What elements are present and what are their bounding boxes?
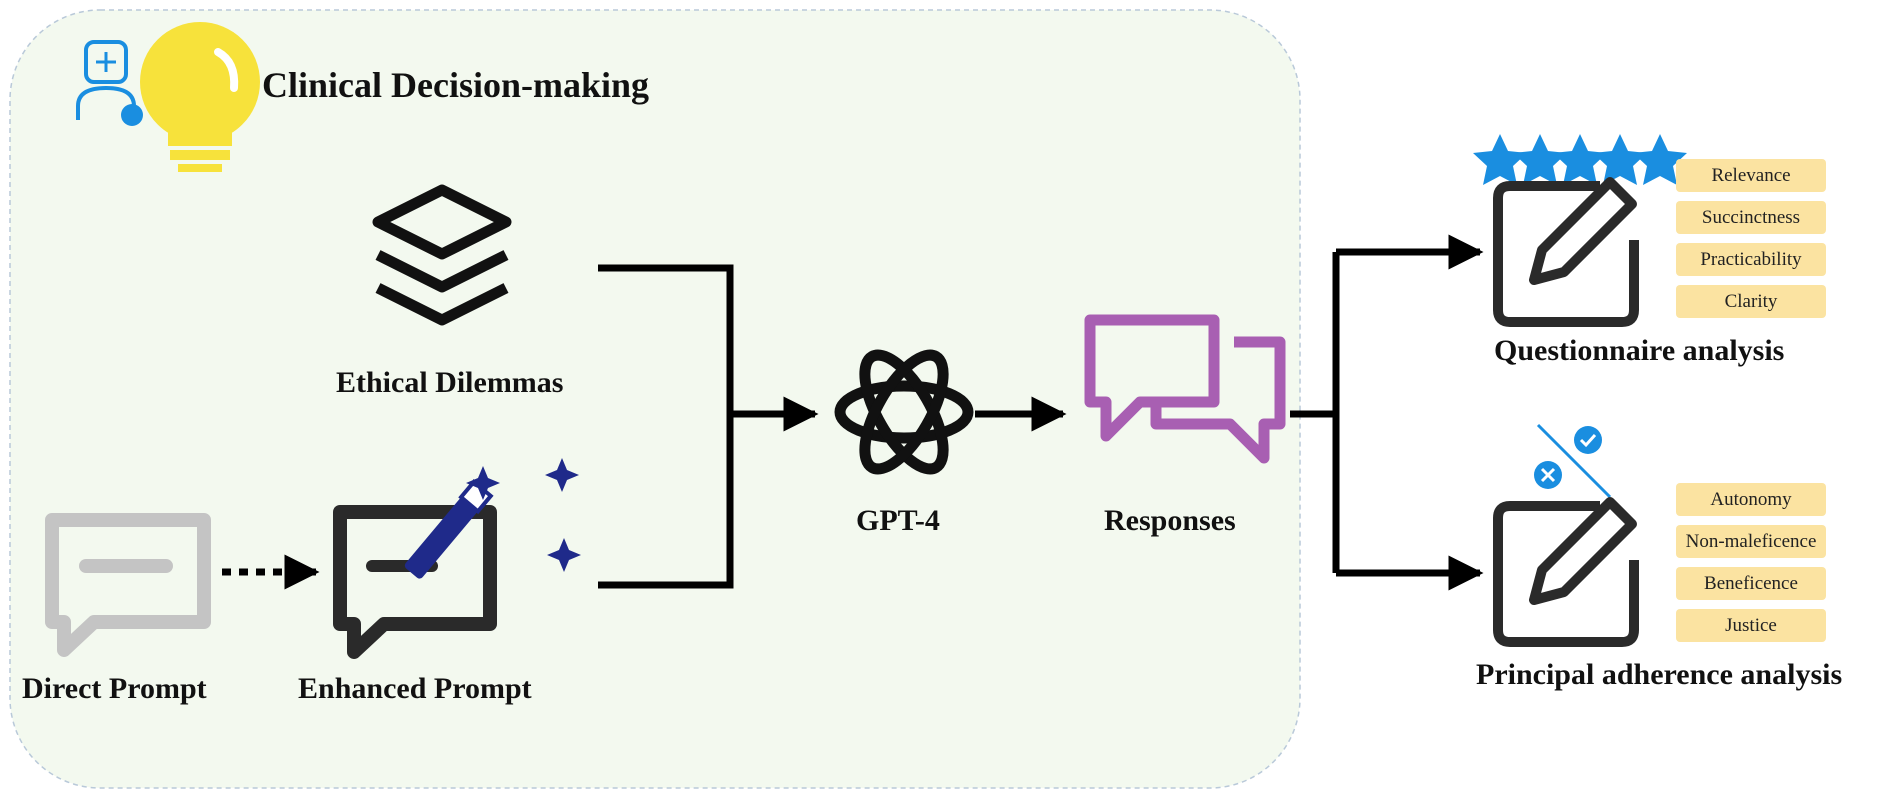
layers-stack-icon [372, 184, 512, 326]
criterion-relevance: Relevance [1676, 159, 1826, 192]
split-connector [1290, 252, 1340, 573]
principle-beneficence: Beneficence [1676, 567, 1826, 600]
criterion-practicability: Practicability [1676, 243, 1826, 276]
sparkle-icon [466, 458, 581, 572]
edit-document-icon [1493, 177, 1639, 327]
gpt4-label: GPT-4 [856, 504, 940, 537]
responses-label: Responses [1104, 504, 1236, 537]
magic-wand-chat-icon [333, 478, 497, 659]
speech-bubbles-icon [1084, 314, 1286, 464]
edit-document-principles-icon [1493, 497, 1639, 647]
lightbulb-icon [140, 22, 260, 172]
direct-prompt-label: Direct Prompt [22, 672, 207, 705]
principle-justice: Justice [1676, 609, 1826, 642]
clinical-panel [9, 9, 1301, 789]
questionnaire-analysis-label: Questionnaire analysis [1494, 334, 1785, 367]
panel-title: Clinical Decision-making [262, 65, 650, 105]
merge-connector [598, 264, 734, 589]
openai-logo-icon [834, 349, 974, 475]
enhanced-prompt-label: Enhanced Prompt [298, 672, 532, 705]
doctor-icon [76, 40, 143, 126]
principle-autonomy: Autonomy [1676, 483, 1826, 516]
principal-adherence-label: Principal adherence analysis [1476, 658, 1843, 691]
check-cross-icon [1534, 423, 1612, 499]
chat-bubble-gray-icon [45, 513, 211, 657]
rating-stars-icon [1473, 134, 1687, 185]
criterion-clarity: Clarity [1676, 285, 1826, 318]
principle-non-maleficence: Non-maleficence [1676, 525, 1826, 558]
ethical-dilemmas-label: Ethical Dilemmas [336, 366, 564, 399]
criterion-succinctness: Succinctness [1676, 201, 1826, 234]
